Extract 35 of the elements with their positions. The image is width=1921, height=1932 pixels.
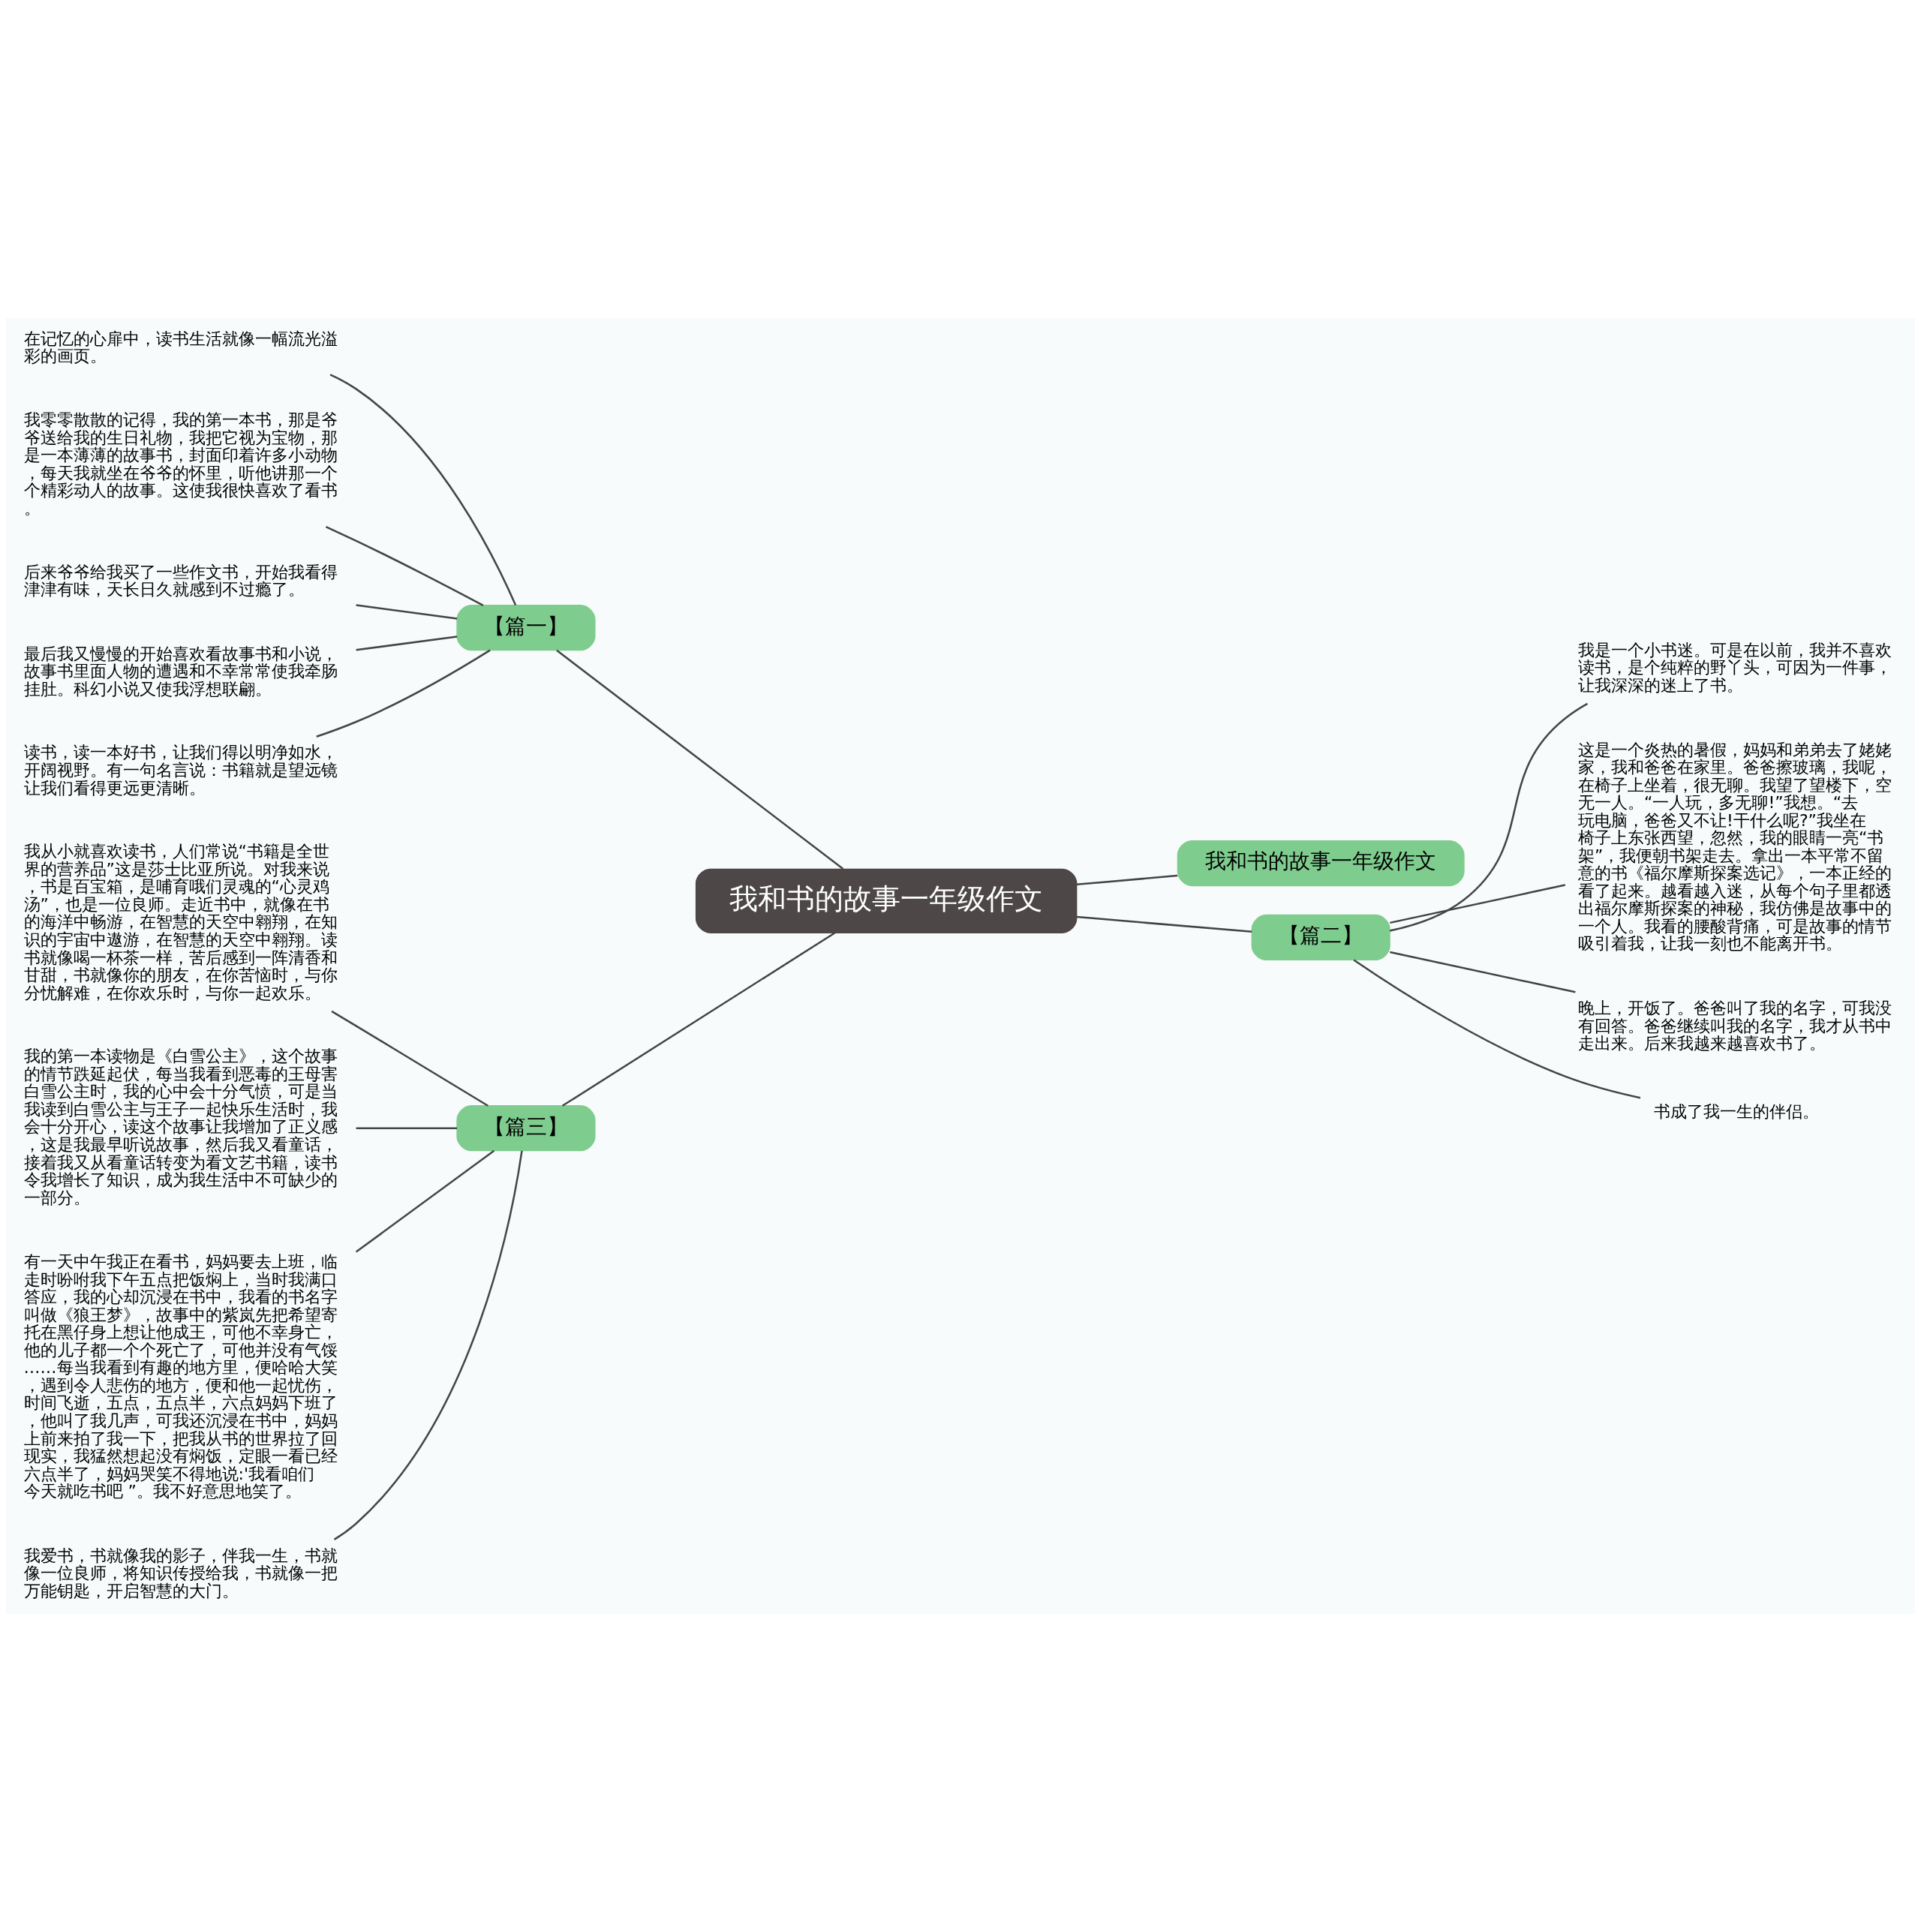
connector (1076, 874, 1178, 886)
node-text: 我爱书，书就像我的影子，伴我一生，书就像一位良师，将知识传授给我，书就像一把万能钥匙，开启智慧的大门。 (23, 1546, 338, 1600)
connector (329, 374, 517, 606)
node-text: 我零零散散的记得，我的第一本书，那是爷爷送给我的生日礼物，我把它视为宝物，那是一本薄薄的故事书，封面印着许多小动物，每天我就坐在爷爷的怀里，听他讲那一个个精彩动人的故事。这使我很快喜欢了看书。 (23, 410, 338, 518)
connector (355, 1149, 495, 1253)
connector (1390, 951, 1576, 993)
node-box: 【篇一】 (456, 605, 596, 651)
node-text: 我的第一本读物是《白雪公主》，这个故事的情节跌延起伏，每当我看到恶毒的王母害白雪公主时，我的心中会十分气愤，可是当我读到白雪公主与王子一起快乐生活时，我会十分开心，读这个故事让我增加了正义感，这是我最早听说故事，然后我又看童话，接着我又从看童话转变为看文艺书籍，读书令我增长了知识，成为我生活中不可缺少的一部分。 (23, 1047, 338, 1207)
node-text: 我从小就喜欢读书，人们常说“书籍是全世界的营养品”这是莎士比亚所说。对我来说，书是百宝箱，是哺育哦们灵魂的“心灵鸡汤”，也是一位良师。走近书中，就像在书的海洋中畅游，在智慧的天空中翱翔，在知识的宇宙中遨游，在智慧的天空中翱翔。读书就像喝一杯茶一样，苦后感到一阵清香和甘甜，书就像你的朋友，在你苦恼时，与你分忧解难，在你欢乐时，与你一起欢乐。 (23, 842, 338, 1002)
node-text: 书成了我一生的伴侣。 (1653, 1102, 1819, 1122)
connector (356, 604, 458, 620)
connector (333, 1150, 523, 1540)
node-box: 我和书的故事一年级作文 (695, 868, 1078, 933)
node-box: 我和书的故事一年级作文 (1177, 840, 1465, 887)
connector (316, 649, 491, 738)
connector (325, 525, 484, 606)
node-text: 晚上，开饭了。爸爸叫了我的名字，可我没有回答。爸爸继续叫我的名字，我才从书中走出来。后来我越来越喜欢书了。 (1578, 998, 1892, 1053)
connector (561, 932, 836, 1107)
connector (1353, 959, 1641, 1099)
connector (1389, 702, 1589, 932)
connector (356, 635, 458, 651)
connector (356, 1127, 458, 1129)
connector (331, 1010, 489, 1107)
node-text: 最后我又慢慢的开始喜欢看故事书和小说，故事书里面人物的遭遇和不幸常常使我牵肠挂肚。科幻小说又使我浮想联翩。 (23, 644, 338, 699)
node-box: 【篇三】 (456, 1105, 596, 1152)
node-text: 在记忆的心扉中，读书生活就像一幅流光溢彩的画页。 (23, 329, 338, 366)
node-text: 后来爷爷给我买了一些作文书，开始我看得津津有味，天长日久就感到不过瘾了。 (23, 562, 338, 599)
connector (1076, 915, 1252, 933)
node-text: 读书，读一本好书，让我们得以明净如水，开阔视野。有一句名言说：书籍就是望远镜让我们看得更远更清晰。 (23, 743, 338, 798)
node-text: 这是一个炎热的暑假，妈妈和弟弟去了姥姥家，我和爸爸在家里。爸爸擦玻璃，我呢，在椅子上坐着，很无聊。我望了望楼下，空无一人。“一人玩，多无聊!”我想。“去玩电脑，爸爸又不让!干什么呢?”我坐在椅子上东张西望，忽然，我的眼睛一亮“书架”，我便朝书架走去。拿出一本平常不留意的书《福尔摩斯探案选记》，一本正经的看了起来。越看越入迷，从每个句子里都透出福尔摩斯探案的神秘，我仿佛是故事中的一个人。我看的腰酸背痛，可是故事的情节吸引着我，让我一刻也不能离开书。 (1578, 740, 1892, 954)
node-text: 有一天中午我正在看书，妈妈要去上班，临走时吩咐我下午五点把饭焖上，当时我满口答应，我的心却沉浸在书中，我看的书名字叫做《狼王梦》，故事中的紫岚先把希望寄托在黑仔身上想让他成王，可他不幸身亡，他的儿子都一个个死亡了，可他并没有气馁……每当我看到有趣的地方里，便哈哈大笑，遇到令人悲伤的地方，便和他一起忧伤，时间飞逝，五点，五点半，六点妈妈下班了，他叫了我几声，可我还沉浸在书中，妈妈上前来拍了我一下，把我从书的世界拉了回现实，我猛然想起没有焖饭，定眼一看已经六点半了，妈妈哭笑不得地说:'我看咱们今天就吃书吧 ”。我不好意思地笑了。 (23, 1252, 338, 1501)
connector (1390, 884, 1566, 924)
node-text: 我是一个小书迷。可是在以前，我并不喜欢读书，是个纯粹的野丫头，可因为一件事，让我深深的迷上了书。 (1578, 640, 1892, 695)
node-box: 【篇二】 (1251, 914, 1390, 961)
connector (556, 649, 844, 870)
